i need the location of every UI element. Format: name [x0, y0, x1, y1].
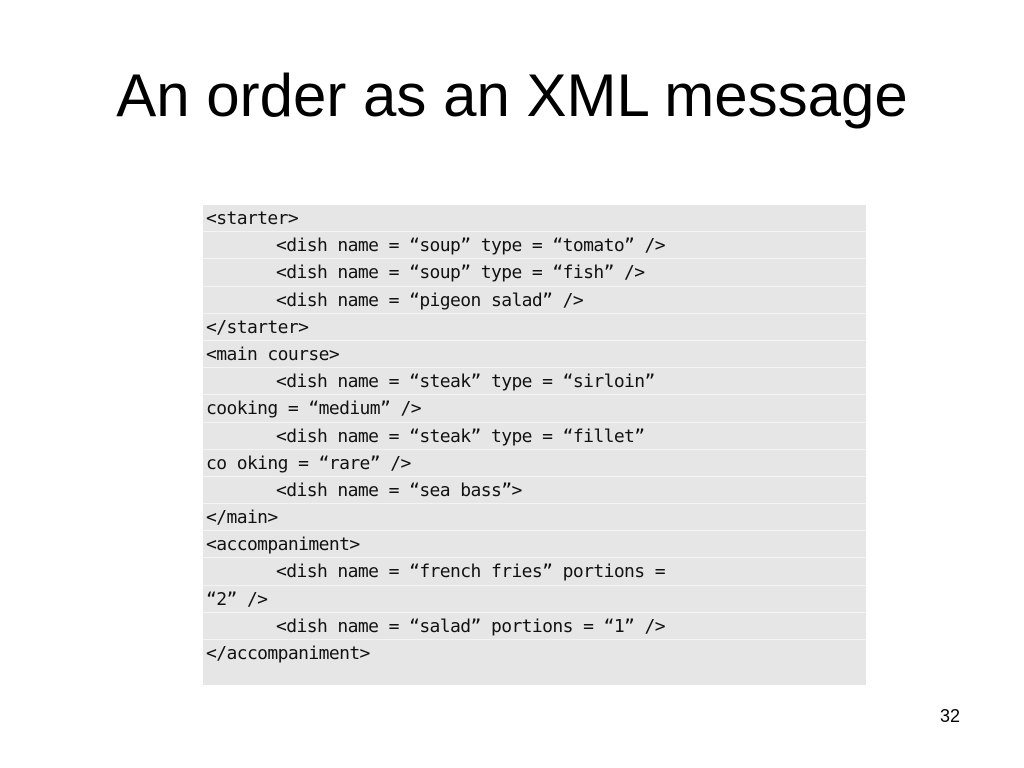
code-line: </accompaniment>: [206, 643, 370, 664]
code-line: <accompaniment>: [203, 531, 866, 559]
code-line: <dish name = “pigeon salad” />: [203, 287, 866, 314]
code-line: <dish name = “soup” type = “tomato” />: [203, 232, 866, 260]
code-line: </main>: [203, 504, 866, 532]
xml-code-block: <starter> <dish name = “soup” type = “to…: [203, 205, 866, 685]
page-number: 32: [939, 706, 960, 726]
code-line: “2” />: [203, 586, 866, 613]
code-line: <dish name = “steak” type = “fillet”: [203, 423, 866, 450]
slide-title: An order as an XML message: [116, 62, 908, 129]
code-line: cooking = “medium” />: [203, 395, 866, 423]
code-line: <dish name = “steak” type = “sirloin”: [203, 368, 866, 396]
code-line: <starter>: [203, 205, 866, 233]
code-line: <dish name = “sea bass”>: [203, 477, 866, 505]
code-line: co oking = “rare” />: [203, 450, 866, 477]
code-line: <dish name = “salad” portions = “1” />: [203, 613, 866, 640]
code-line: <dish name = “french fries” portions =: [203, 558, 866, 586]
code-line: <main course>: [203, 341, 866, 369]
code-line: </starter>: [203, 314, 866, 341]
code-line: <dish name = “soup” type = “fish” />: [203, 259, 866, 287]
